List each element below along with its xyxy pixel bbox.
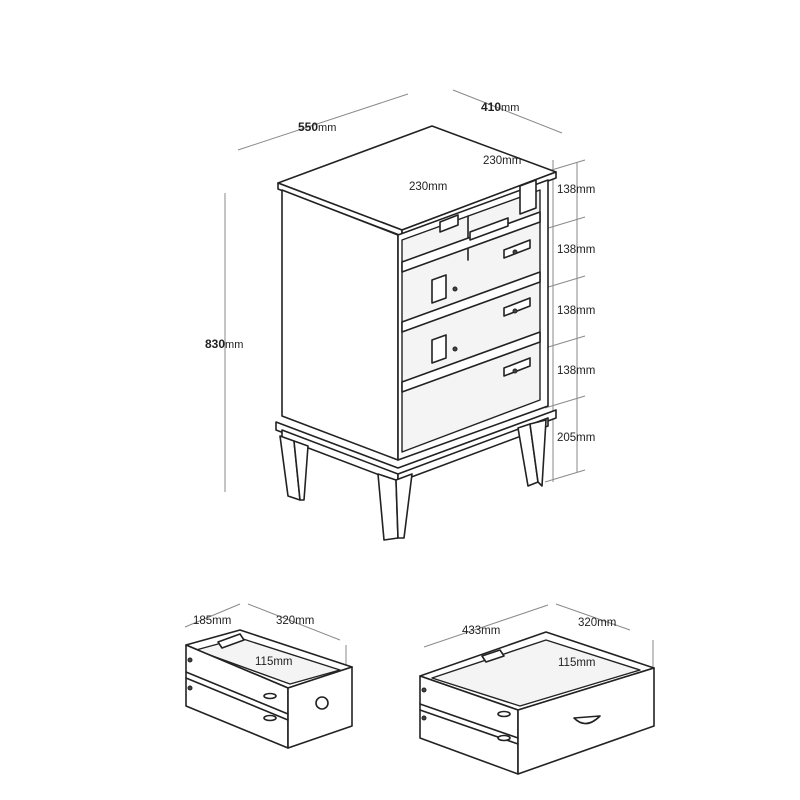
large-drawer-drawing [419, 603, 655, 775]
top-left-compartment-label: 230mm [409, 181, 447, 193]
height-label: 830mm [205, 337, 243, 351]
drawer-height-label-1: 138mm [557, 184, 595, 196]
top-right-compartment-label: 230mm [483, 155, 521, 167]
cabinet-drawing [275, 125, 557, 541]
drawer-height-label-2: 138mm [557, 244, 595, 256]
small-drawer-depth-label: 320mm [276, 615, 314, 627]
base-height-label: 205mm [557, 432, 595, 444]
small-drawer-width-label: 185mm [193, 615, 231, 627]
large-drawer-height-label: 115mm [558, 657, 596, 669]
drawer-height-label-3: 138mm [557, 305, 595, 317]
large-drawer-depth-label: 320mm [578, 617, 616, 629]
small-drawer-height-label: 115mm [255, 656, 293, 668]
depth-label: 410mm [481, 100, 519, 114]
drawer-height-label-4: 138mm [557, 365, 595, 377]
overall-dimension-lines [224, 89, 586, 492]
small-drawer-drawing [184, 603, 353, 749]
width-label: 550mm [298, 120, 336, 134]
large-drawer-width-label: 433mm [462, 625, 500, 637]
